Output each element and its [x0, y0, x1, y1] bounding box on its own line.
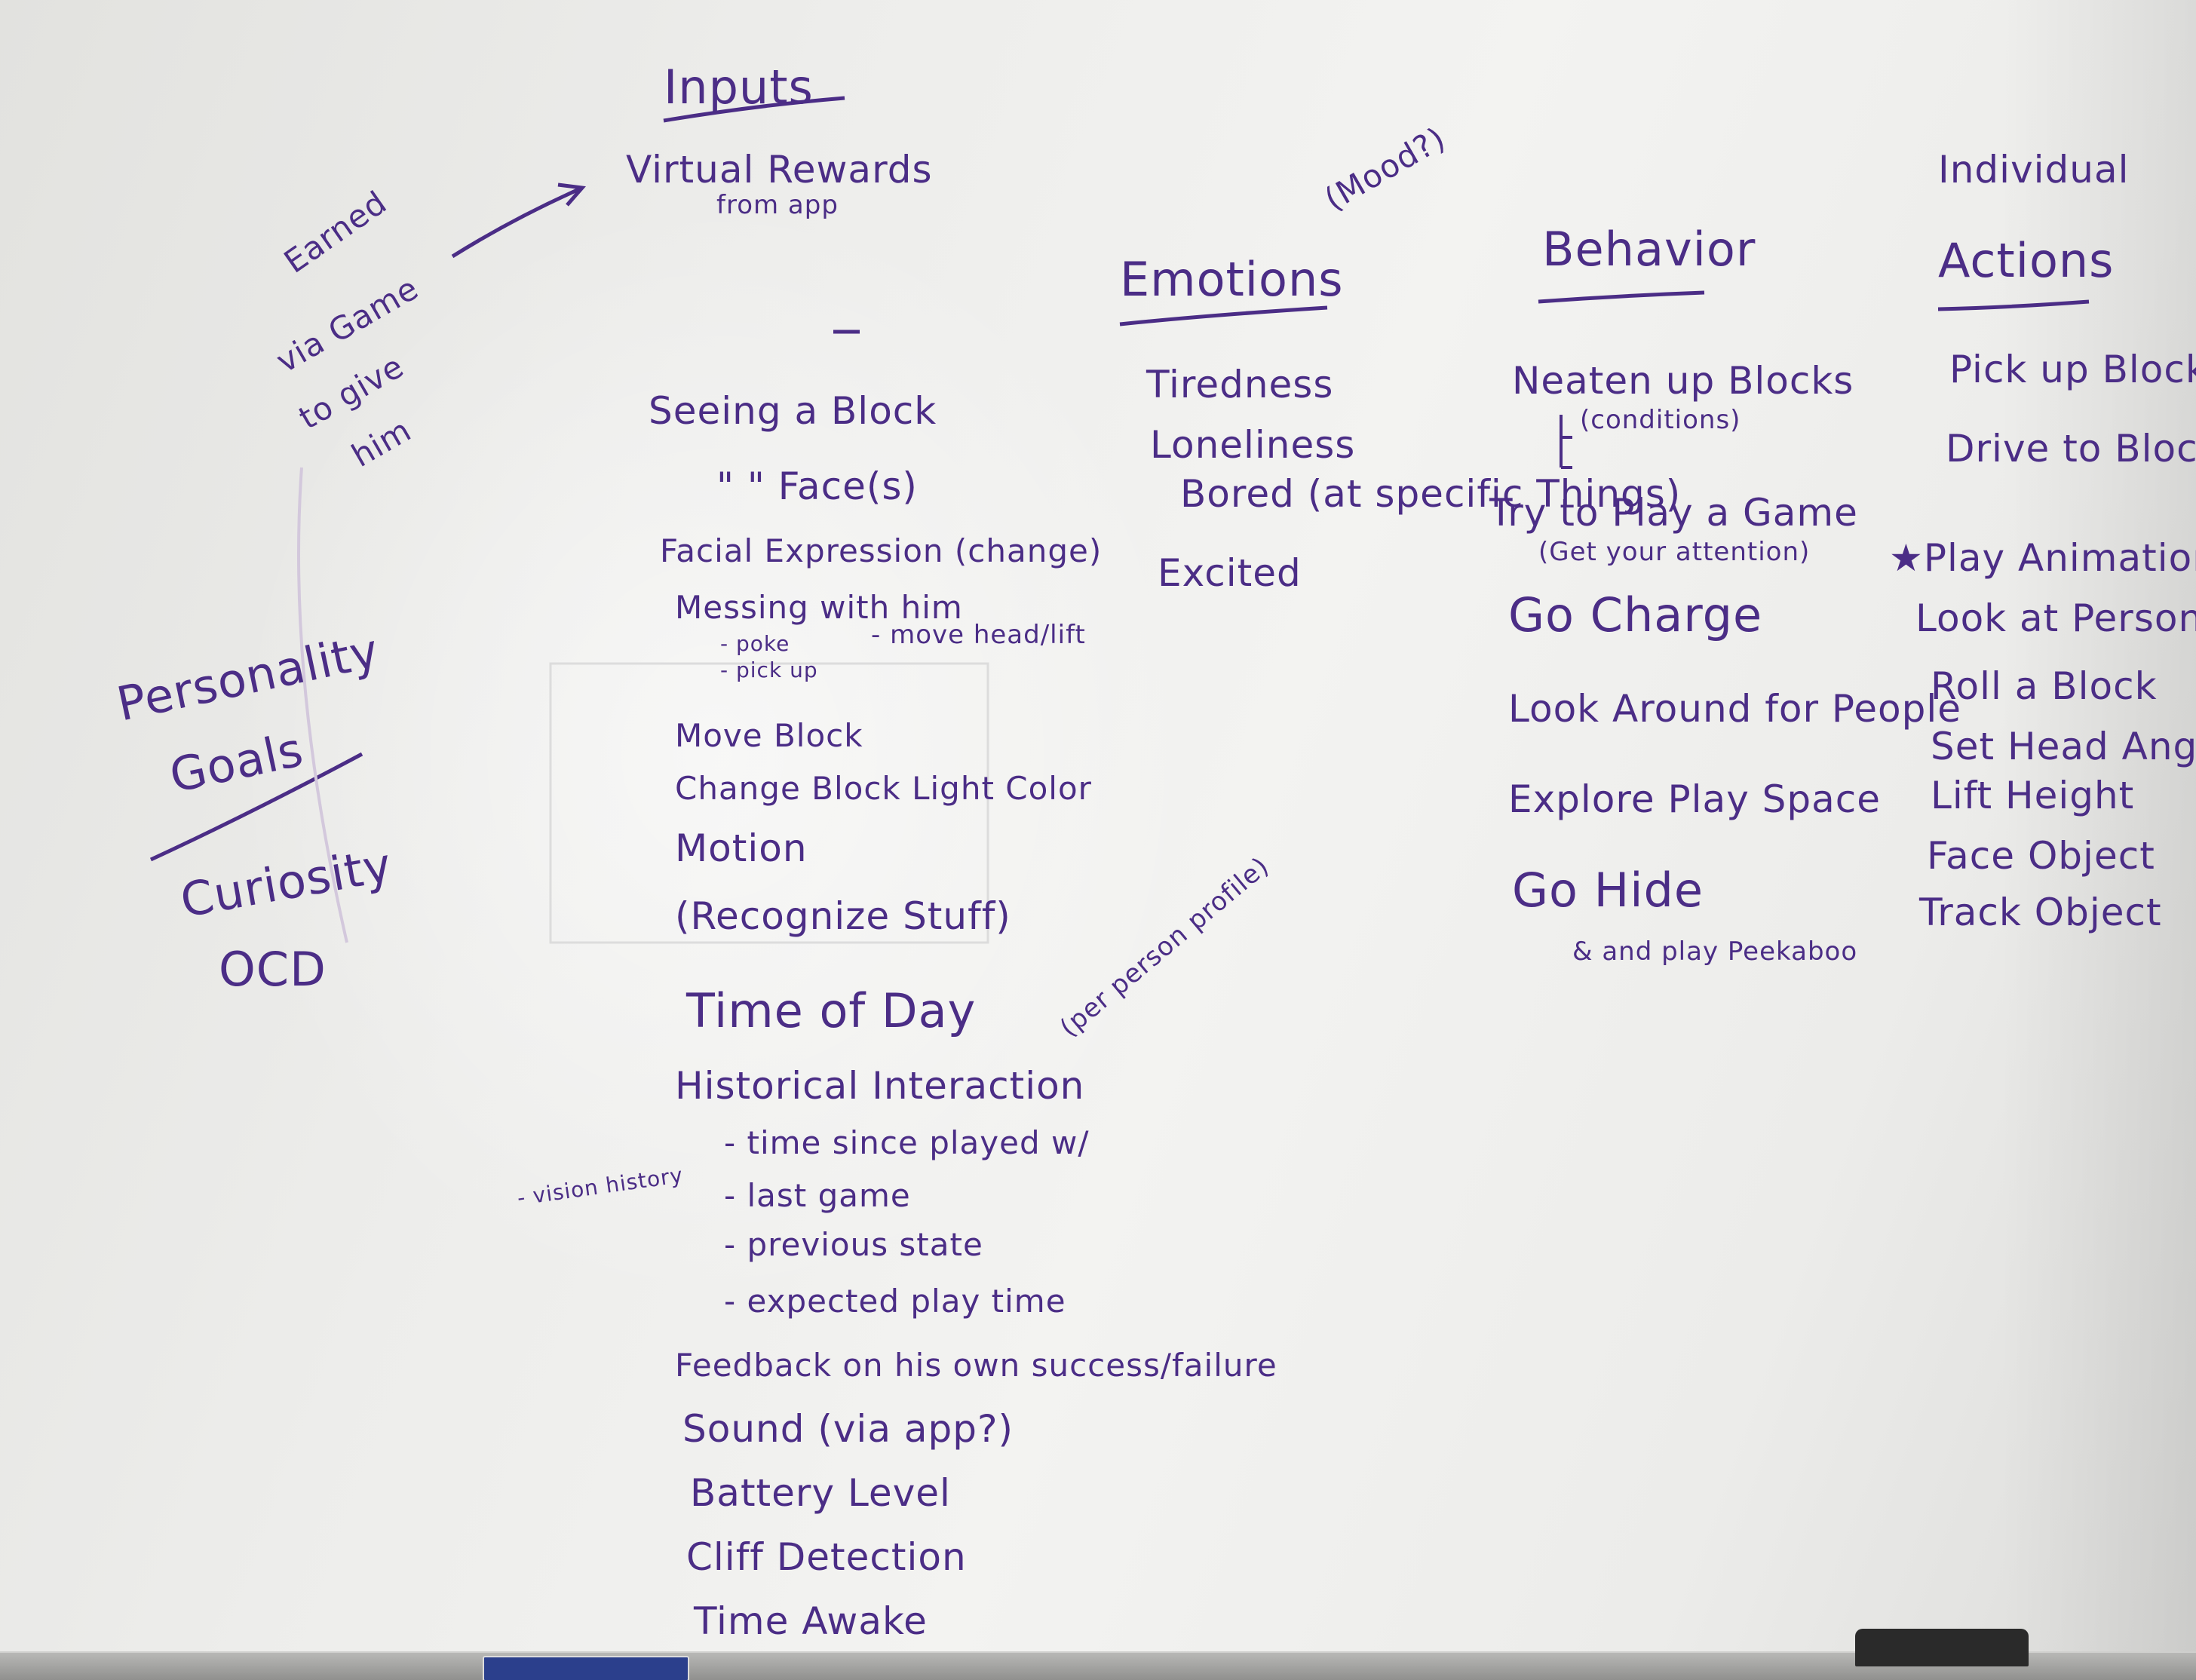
behavior-item: (Get your attention) — [1538, 537, 1811, 567]
input-item: - move head/lift — [871, 620, 1086, 650]
action-item: Lift Height — [1931, 774, 2135, 817]
input-item: Sound (via app?) — [682, 1407, 1014, 1451]
behavior-item: Try to Play a Game — [1489, 491, 1858, 535]
input-item: Motion — [675, 826, 808, 870]
input-item: - previous state — [724, 1226, 983, 1263]
earned-arrow — [451, 186, 582, 259]
eraser — [1855, 1629, 2029, 1666]
board-shadow — [2000, 0, 2196, 1680]
input-item: Cliff Detection — [686, 1535, 967, 1579]
action-item: Drive to Block/Pose — [1946, 427, 2196, 471]
behavior-underline — [1538, 290, 1705, 304]
input-item: Time of Day — [686, 983, 977, 1038]
emotion-item: Bored (at specific Things) — [1180, 472, 1682, 516]
earned-arrowhead — [557, 182, 586, 207]
inputs-heading: Inputs — [664, 60, 814, 115]
behavior-heading: Behavior — [1542, 222, 1756, 277]
action-item: Track Object — [1919, 891, 2162, 934]
emotions-underline — [1119, 305, 1328, 326]
behavior-item: Look Around for People — [1508, 687, 1962, 731]
emotions-heading: Emotions — [1120, 252, 1344, 307]
actions-heading-line2: Actions — [1938, 233, 2115, 288]
input-item: Time Awake — [694, 1599, 928, 1643]
behavior-item: Explore Play Space — [1508, 777, 1882, 821]
emotion-item: Loneliness — [1150, 423, 1356, 467]
input-item: - last game — [724, 1177, 911, 1214]
input-item: from app — [716, 190, 839, 220]
personality-divider — [149, 752, 363, 862]
behavior-item: Go Hide — [1512, 863, 1704, 918]
actions-heading-line1: Individual — [1938, 148, 2130, 192]
input-item: Messing with him — [675, 589, 963, 626]
input-item: (Recognize Stuff) — [675, 894, 1011, 938]
input-item: Facial Expression (change) — [660, 532, 1103, 569]
behavior-item: Neaten up Blocks — [1512, 359, 1854, 403]
neaten-bracket — [1560, 415, 1572, 469]
actions-underline — [1937, 299, 2090, 311]
behavior-item: & and play Peekaboo — [1572, 937, 1858, 967]
input-item: " " Face(s) — [716, 464, 918, 508]
marker — [483, 1656, 689, 1680]
action-item: ★Play Animation — [1889, 536, 2196, 580]
emotion-item: Excited — [1158, 551, 1302, 595]
ghost-mark — [549, 662, 989, 944]
action-item: Set Head Angle — [1931, 725, 2196, 768]
input-item: - poke — [720, 631, 790, 656]
marker-tray — [0, 1651, 2196, 1680]
ghost-mark — [297, 467, 348, 943]
personality-item: OCD — [219, 942, 327, 997]
inputs-underline — [663, 96, 845, 123]
input-item: - time since played w/ — [724, 1124, 1090, 1161]
action-item: Roll a Block — [1931, 664, 2158, 708]
input-item: Change Block Light Color — [675, 770, 1092, 807]
action-item: Look at Person — [1915, 596, 2196, 640]
input-item: Move Block — [675, 717, 863, 754]
input-item: Seeing a Block — [649, 389, 937, 433]
light-glare — [226, 189, 1207, 1320]
input-item: Battery Level — [690, 1471, 951, 1515]
action-item: Pick up Block — [1949, 348, 2196, 391]
behavior-item: Go Charge — [1508, 587, 1763, 642]
input-item: - expected play time — [724, 1283, 1066, 1320]
action-item: Face Object — [1927, 834, 2155, 878]
input-item: Virtual Rewards — [626, 148, 933, 192]
input-item: Historical Interaction — [675, 1064, 1085, 1108]
emotion-item: Tiredness — [1146, 363, 1334, 406]
input-item: Feedback on his own success/failure — [675, 1347, 1277, 1384]
behavior-item: (conditions) — [1580, 405, 1741, 435]
input-item: - pick up — [720, 658, 818, 682]
